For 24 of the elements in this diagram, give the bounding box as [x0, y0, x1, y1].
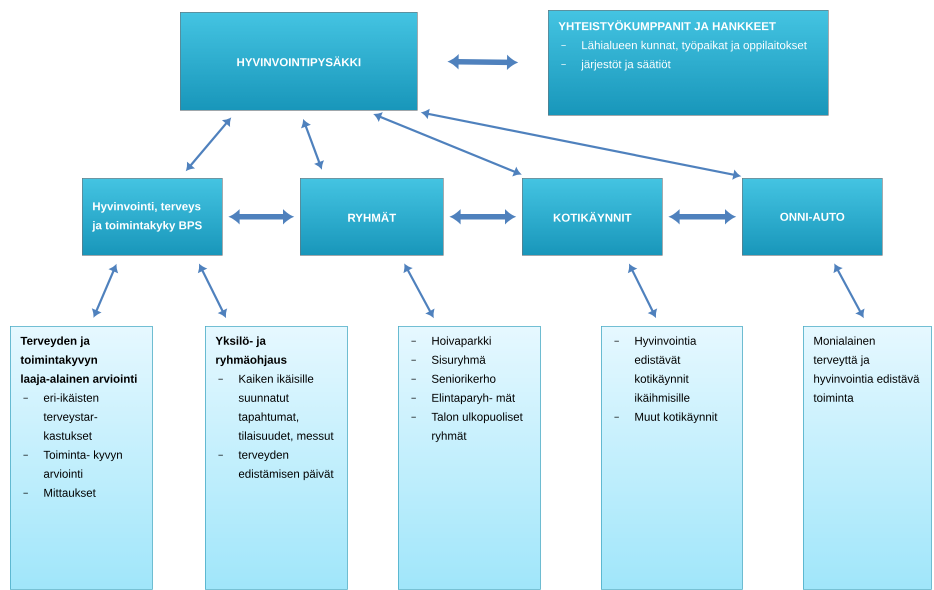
process-box: ONNI-AUTO [742, 178, 883, 256]
process-box: RYHMÄT [300, 178, 444, 256]
double-arrow [92, 264, 118, 317]
double-arrow [670, 210, 735, 223]
double-arrow [404, 264, 434, 318]
double-arrow [449, 56, 517, 69]
process-box: HYVINVOINTIPYSÄKKI [180, 12, 418, 111]
double-arrow [374, 112, 521, 176]
content-box: Yksilö- ja ryhmäohjaus Kaiken ikäisille suunnatut tapahtumat, tilaisuudet, messut terveyden edistämisen päivät [205, 326, 348, 590]
content-box: Hyvinvointia edistävät kotikäynnit ikäihmisille Muut kotikäynnit [601, 326, 743, 590]
double-arrow [834, 264, 864, 318]
process-box: Hyvinvointi, terveys ja toimintakyky BPS [82, 178, 223, 256]
content-box: Monialainen terveyttä ja hyvinvointia edistävä toiminta [803, 326, 932, 590]
content-box: Hoivaparkki Sisuryhmä Seniorikerho Elintaparyh- mät Talon ulkopuoliset ryhmät [398, 326, 541, 590]
content-box: Terveyden ja toimintakyvyn laaja-alainen arviointi eri-ikäisten terveystar- kastukset Toiminta- kyvyn arviointi Mittaukset [10, 326, 153, 590]
double-arrow [186, 118, 231, 170]
process-box: KOTIKÄYNNIT [522, 178, 663, 256]
process-box: YHTEISTYÖKUMPPANIT JA HANKKEET Lähialueen kunnat, työpaikat ja oppilaitokset järjestöt ja säätiöt [548, 10, 829, 116]
double-arrow [230, 210, 293, 223]
double-arrow [422, 110, 740, 180]
double-arrow [302, 120, 324, 169]
double-arrow [628, 264, 657, 318]
double-arrow [451, 210, 515, 223]
double-arrow [198, 264, 227, 318]
